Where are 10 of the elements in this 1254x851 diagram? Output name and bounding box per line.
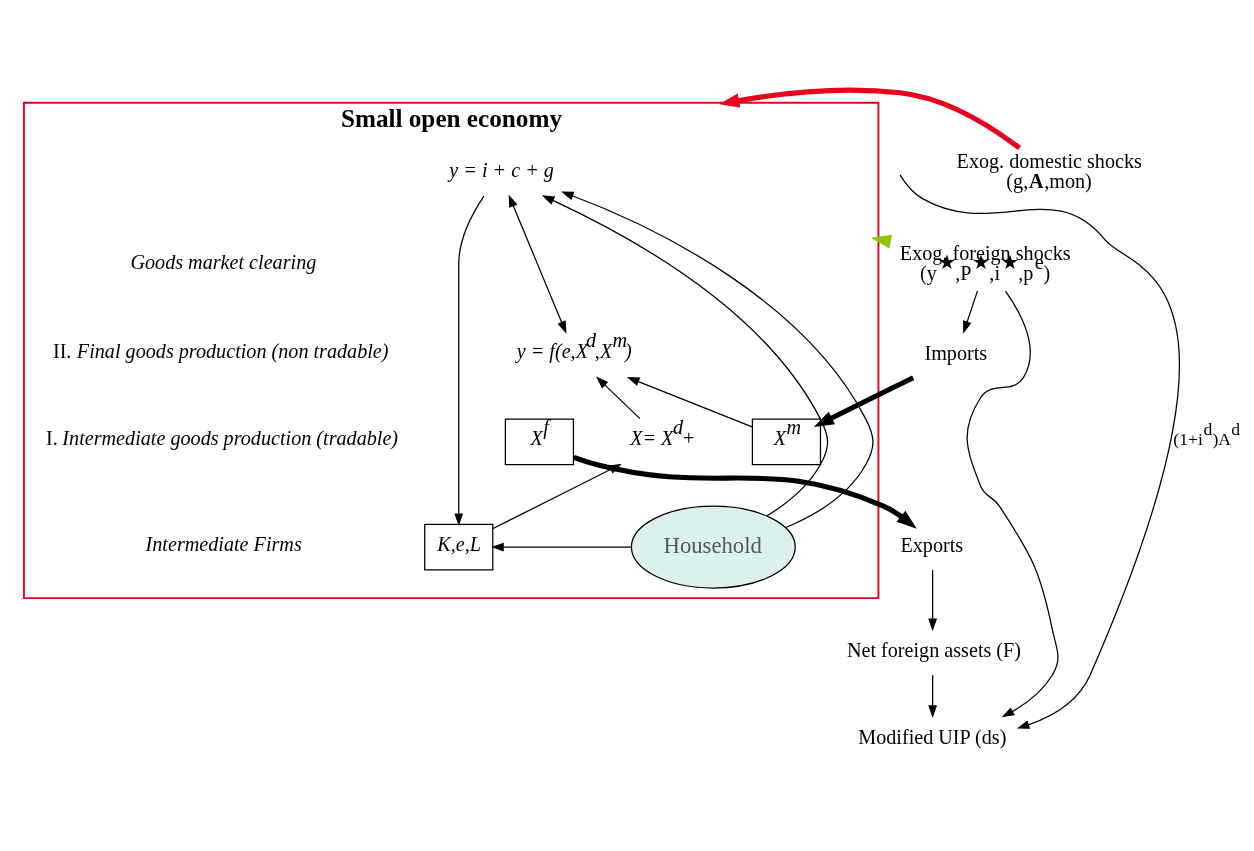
node-text: Imports xyxy=(924,341,988,364)
node-text: Net foreign assets (F) xyxy=(846,638,1022,661)
label: I. Intermediate goods production (tradable) xyxy=(45,426,399,449)
label: Goods market clearing xyxy=(130,250,317,273)
node-text: Exports xyxy=(900,533,964,556)
node-text: Modified UIP (ds) xyxy=(858,725,1007,748)
label: II. Final goods production (non tradable) xyxy=(52,339,389,362)
node-text: y = i + c + g xyxy=(449,158,554,181)
node-text: Exog. domestic shocks (g,A,mon) xyxy=(956,149,1142,192)
label: Intermediate Firms xyxy=(145,532,302,555)
